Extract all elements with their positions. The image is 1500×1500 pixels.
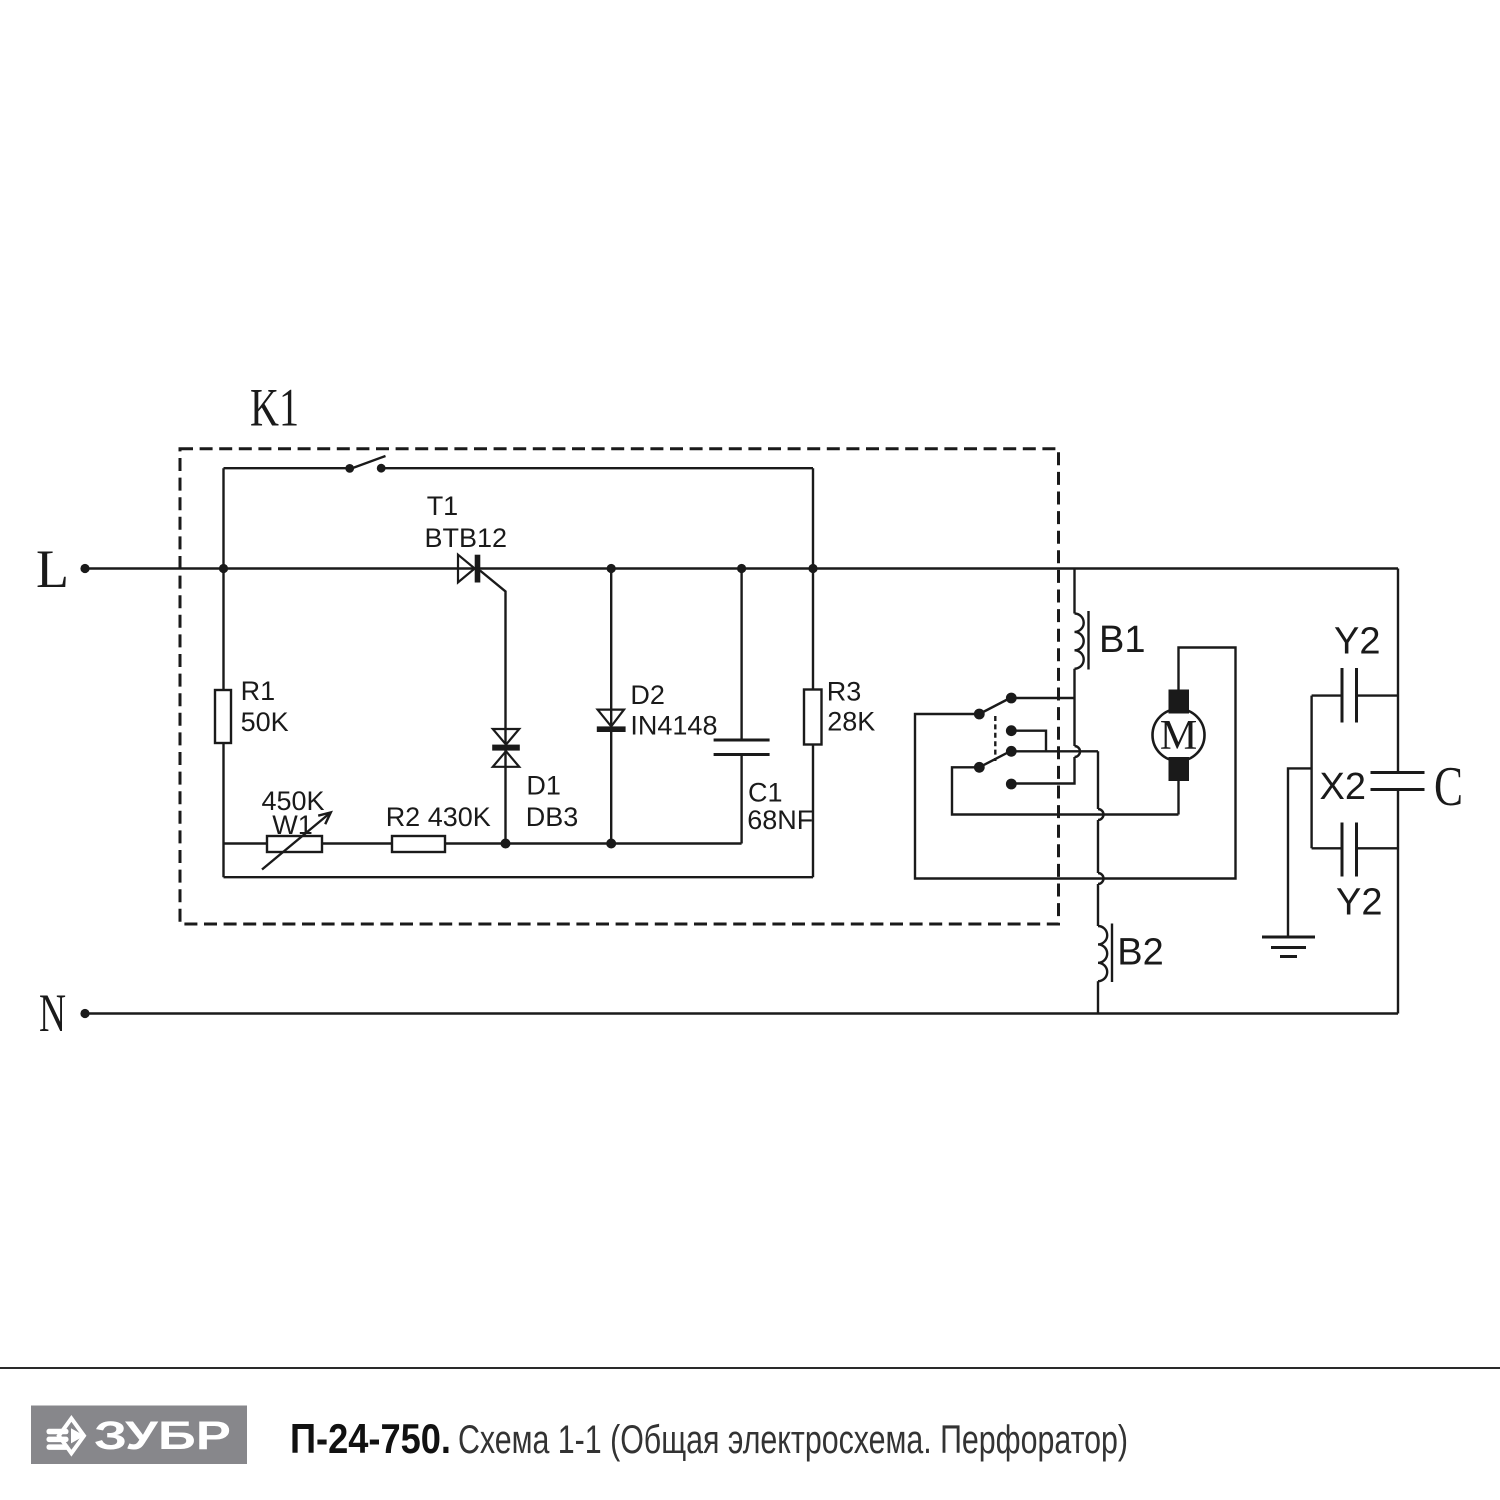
svg-text:BTB12: BTB12	[425, 523, 508, 553]
svg-text:B1: B1	[1099, 619, 1145, 661]
svg-text:C1: C1	[748, 778, 783, 808]
svg-text:68NF: 68NF	[747, 805, 813, 835]
svg-text:28K: 28K	[827, 707, 875, 737]
svg-text:C: C	[1434, 756, 1463, 818]
svg-text:D1: D1	[526, 770, 561, 800]
svg-text:П-24-750.: П-24-750.	[290, 1415, 451, 1462]
svg-text:R3: R3	[827, 676, 862, 706]
svg-text:T1: T1	[427, 491, 459, 521]
svg-text:R1: R1	[241, 676, 276, 706]
svg-text:R2 430K: R2 430K	[386, 802, 491, 832]
svg-text:Схема 1-1 (Общая электросхема.: Схема 1-1 (Общая электросхема. Перфорато…	[458, 1418, 1128, 1462]
svg-text:50K: 50K	[241, 707, 289, 737]
svg-text:Y2: Y2	[1334, 621, 1380, 663]
svg-text:B2: B2	[1117, 932, 1163, 974]
svg-text:IN4148: IN4148	[630, 710, 717, 740]
svg-text:N: N	[39, 983, 66, 1043]
svg-text:DB3: DB3	[526, 802, 579, 832]
svg-text:X2: X2	[1320, 766, 1366, 808]
svg-text:M: M	[1160, 713, 1197, 759]
svg-text:K1: K1	[250, 378, 299, 438]
svg-text:450K: 450K	[262, 786, 325, 816]
svg-text:D2: D2	[630, 680, 665, 710]
svg-text:ЗУБР: ЗУБР	[94, 1414, 231, 1458]
svg-text:L: L	[36, 539, 69, 599]
svg-text:Y2: Y2	[1336, 882, 1382, 924]
svg-text:W1: W1	[272, 810, 313, 840]
